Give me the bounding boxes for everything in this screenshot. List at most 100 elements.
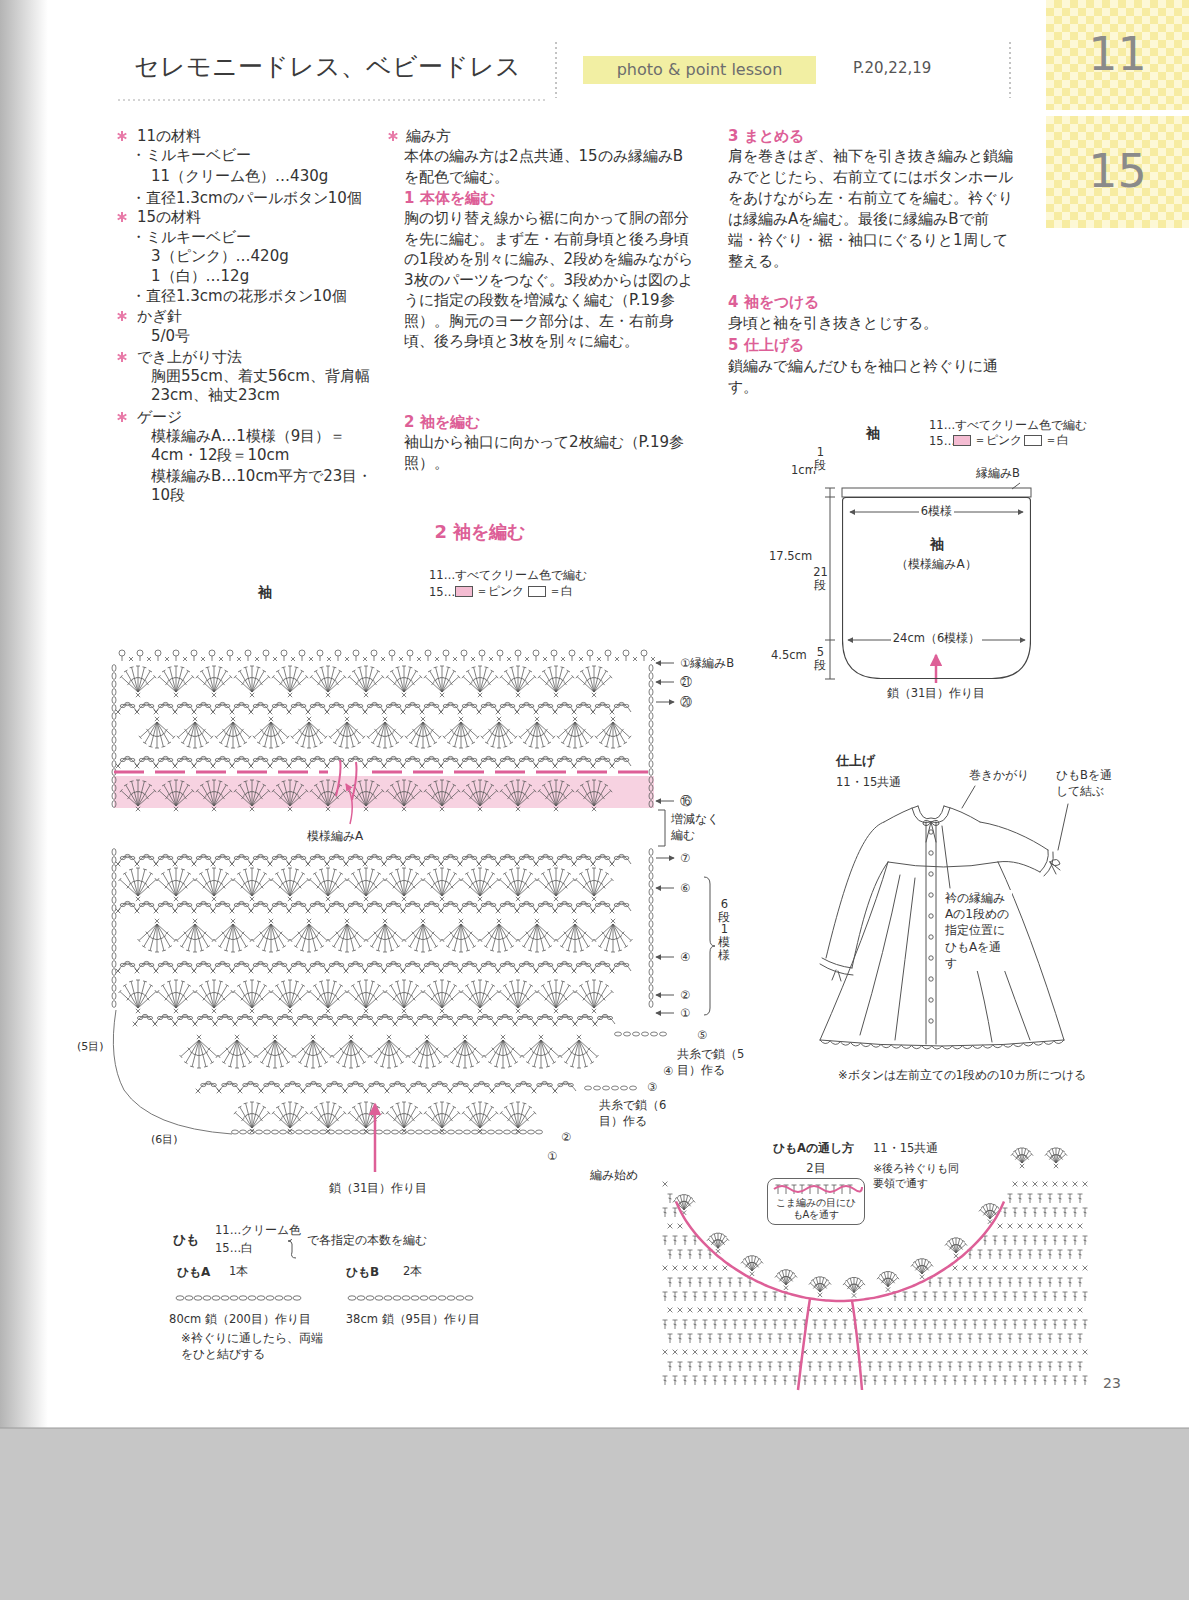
generated-art xyxy=(112,131,1088,1390)
note: 11・15共通 xyxy=(872,1141,939,1157)
right-sleeve xyxy=(980,822,1048,872)
node-text: こま編みの目にひもAを通す xyxy=(768,1197,864,1221)
dimension: 38cm 鎖（95目）作り目 xyxy=(345,1312,481,1328)
inset-box: 2目こま編みの目にひもAを通す xyxy=(767,1178,865,1225)
section-heading: でき上がり寸法 xyxy=(136,347,243,367)
binding-shadow xyxy=(0,0,48,1428)
material-line: 模様編みB…10cm平方で23目・10段 xyxy=(150,467,374,505)
node-text: 15 xyxy=(1088,142,1147,202)
dimension: 21段 xyxy=(813,566,828,591)
yoke-seam xyxy=(888,862,998,867)
skirt xyxy=(820,862,1064,1040)
callout: 巻きかがり xyxy=(968,768,1030,784)
legend-item: ＝ピンク xyxy=(953,433,1022,448)
text-patch: 2目 xyxy=(804,1161,827,1175)
pattern-name: 模様編みA xyxy=(306,828,364,844)
text-patch: 24cm（6模様） xyxy=(891,631,982,645)
figure-title: 仕上げ xyxy=(835,752,876,770)
legend-swatch xyxy=(528,586,546,597)
part-name: 縁編みB xyxy=(975,466,1021,482)
node-text: 24cm（6模様） xyxy=(842,631,1031,646)
break-mark xyxy=(336,760,357,800)
dress-details xyxy=(820,830,1064,1049)
row-number: ⑦ xyxy=(679,851,691,867)
node-text: 11 xyxy=(1088,25,1147,85)
row-arrow xyxy=(656,957,674,958)
row-number: ③ xyxy=(646,1080,658,1096)
legend-text: ＝白 xyxy=(549,584,573,598)
note: ※後ろ衿ぐりも同要領で通す xyxy=(872,1162,966,1192)
material-line: ・ミルキーベビー xyxy=(130,145,252,165)
collar-stitch-symbols xyxy=(663,1148,1088,1385)
schematic-outline xyxy=(842,497,1031,679)
row-number: ⑯ xyxy=(679,794,693,810)
section-heading: 編み方 xyxy=(405,126,452,146)
row-arrow xyxy=(656,888,674,889)
leader-line xyxy=(346,784,352,824)
dimension: 4.5cm xyxy=(770,648,808,664)
count: 2本 xyxy=(402,1264,423,1280)
callout: ひもBを通して結ぶ xyxy=(1055,768,1123,799)
material-line: 胸囲55cm、着丈56cm、背肩幅23cm、袖丈23cm xyxy=(150,367,374,405)
repeat-bracket xyxy=(658,810,665,846)
row-number: ② xyxy=(679,988,691,1004)
dimension: 鎖（31目）作り目 xyxy=(886,686,987,702)
lesson-band: photo & point lesson xyxy=(583,56,816,84)
legend-item: ＝白 xyxy=(1024,433,1069,448)
stitch-count: (5目) xyxy=(76,1040,105,1055)
body-text: 肩を巻きはぎ、袖下を引き抜き編みと鎖編みでとじたら、右前立てにはボタンホールをあ… xyxy=(727,146,1019,272)
cord-path xyxy=(774,1186,862,1192)
dimension: 鎖（31目）作り目 xyxy=(328,1181,429,1197)
pink-dashed-line xyxy=(114,771,650,774)
row-number: ①縁編みB xyxy=(679,656,735,672)
node-text: 袖 xyxy=(842,535,1031,553)
legend-item: ＝白 xyxy=(528,584,573,599)
shaping-curve xyxy=(113,1010,232,1134)
text-patch: 袖 xyxy=(928,536,946,552)
asterisk-mark xyxy=(118,212,127,222)
section-heading: ゲージ xyxy=(136,407,183,427)
leader-line xyxy=(1012,483,1020,489)
cord-route xyxy=(798,1299,862,1391)
material-line: ・ミルキーベビー xyxy=(130,227,252,247)
sleeve-schematic: 6模様袖（模様編みA）24cm（6模様） xyxy=(842,497,1031,679)
row-number: ① xyxy=(546,1149,558,1165)
note: 共糸で鎖（6目）作る xyxy=(598,1098,674,1129)
row-arrow xyxy=(656,663,674,664)
figure-title: 袖 xyxy=(257,583,273,602)
row-number: ⑤ xyxy=(696,1028,708,1044)
figure-heading: 2 袖を編む xyxy=(434,520,527,544)
body-text: 袖山から袖口に向かって2枚編む（P.19参照）。 xyxy=(403,432,697,473)
header-divider xyxy=(556,42,557,98)
figure-title: ひもAの通し方 xyxy=(772,1141,855,1157)
legend-text: ＝ピンク xyxy=(974,433,1022,447)
note: 編み始め xyxy=(589,1168,639,1184)
leader-line xyxy=(962,786,975,808)
text-patch: （模様編みA） xyxy=(894,557,978,571)
section-heading: 15の材料 xyxy=(136,207,202,227)
legend-swatch xyxy=(455,586,473,597)
legend-swatch xyxy=(1024,435,1042,446)
page-edge xyxy=(0,1428,1189,1429)
neck-bow xyxy=(923,820,939,842)
asterisk-mark xyxy=(118,352,127,362)
repeat-note: 6段1模様 xyxy=(717,898,732,961)
step-heading: 3 まとめる xyxy=(727,126,805,146)
body-text: 鎖編みで編んだひもを袖口と衿ぐりに通す。 xyxy=(727,356,1019,398)
note: 11・15共通 xyxy=(835,775,902,791)
leader-line xyxy=(942,826,950,888)
legend-text: ＝白 xyxy=(1045,433,1069,447)
note: 増減なく編む xyxy=(670,812,724,843)
scan-margin xyxy=(0,1428,1189,1600)
dimension: 17.5cm xyxy=(768,549,813,565)
left-sleeve xyxy=(826,822,888,968)
part-name: ひもA xyxy=(176,1264,211,1280)
row-number: ⑥ xyxy=(679,881,691,897)
stitch-count: (6目) xyxy=(150,1133,179,1148)
row-number: ② xyxy=(560,1130,572,1146)
step-heading: 5 仕上げる xyxy=(727,335,805,355)
right-cuff xyxy=(1040,850,1060,876)
color-note: 15… xyxy=(928,434,956,450)
